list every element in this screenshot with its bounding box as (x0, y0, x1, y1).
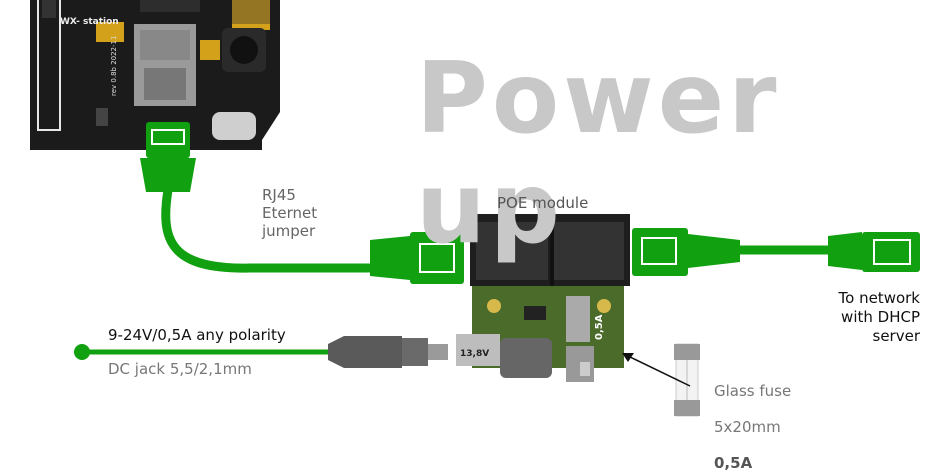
power-up-title: Power up (416, 42, 781, 266)
poe-module-label: POE module (497, 194, 589, 212)
rj45-plug-module-right (632, 228, 740, 276)
wx-station-board (30, 0, 280, 150)
dc-jack-plug (328, 336, 448, 368)
dc-jack-label: DC jack 5,5/2,1mm (108, 360, 252, 378)
board-rev-text: rev 0.8b 2022-11 (110, 36, 118, 96)
diagram-canvas: WX- station rev 0.8b 2022-11 (30, 0, 920, 417)
board-name-text: WX- station (60, 17, 119, 27)
module-fuse-text: 0,5A (594, 314, 605, 340)
network-label: To network with DHCP server (838, 289, 920, 345)
glass-fuse (674, 343, 700, 417)
power-cable-end (74, 344, 90, 360)
fuse-line-3: 0,5A (714, 454, 753, 472)
fuse-line-2: 5x20mm (714, 418, 781, 436)
rj45-jumper-cable (161, 185, 385, 273)
power-input-label: 9-24V/0,5A any polarity (108, 326, 286, 344)
rj45-plug-board (140, 122, 196, 192)
rj45-plug-module-left (370, 232, 464, 284)
rj45-plug-network (828, 232, 920, 272)
glass-fuse-label: Glass fuse 5x20mm 0,5A (714, 364, 791, 472)
poe-module (456, 214, 630, 382)
module-voltage-text: 13,8V (460, 349, 489, 359)
rj45-label: RJ45 Eternet jumper (262, 186, 318, 240)
fuse-arrow (622, 353, 691, 387)
fuse-line-1: Glass fuse (714, 382, 792, 400)
